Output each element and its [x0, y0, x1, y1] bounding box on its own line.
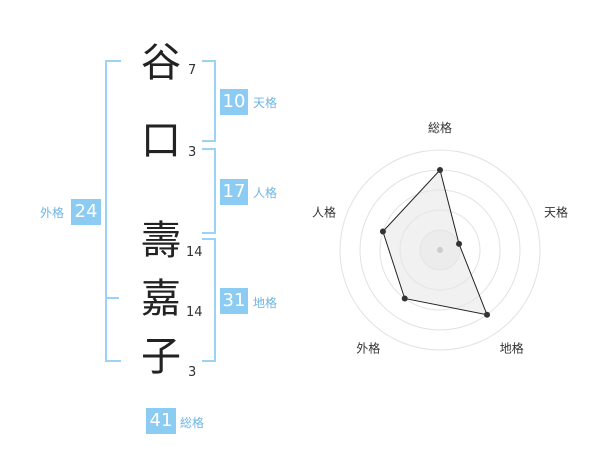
radar-point-4	[401, 295, 408, 302]
chikaku-label: 地格	[253, 296, 278, 310]
name-char-5: 子	[141, 334, 181, 380]
radar-points	[379, 167, 491, 318]
stroke-count-4: 14	[186, 305, 203, 320]
tenkaku-bracket	[202, 60, 216, 142]
chikaku-bracket	[202, 238, 216, 362]
tenkaku-value: 10	[220, 89, 248, 115]
radar-axis-label-5: 人格	[312, 204, 336, 219]
gaikaku-bracket-mid	[105, 297, 119, 299]
radar-point-3	[484, 311, 491, 318]
radar-area	[382, 168, 488, 316]
stroke-count-5: 3	[188, 365, 197, 380]
gaikaku-bracket	[105, 60, 121, 362]
radar-axis-label-1: 総格	[428, 120, 452, 135]
name-char-2: 口	[141, 118, 181, 164]
name-char-3: 壽	[141, 218, 181, 264]
stroke-count-1: 7	[188, 63, 197, 78]
name-char-1: 谷	[141, 40, 181, 86]
soukaku-label: 総格	[180, 416, 205, 430]
radar-point-5	[379, 228, 386, 235]
radar-axis-label-4: 外格	[356, 341, 380, 356]
gaikaku-value: 24	[71, 199, 101, 225]
stroke-count-2: 3	[188, 145, 197, 160]
jinkaku-bracket	[202, 148, 216, 234]
tenkaku-label: 天格	[253, 96, 278, 110]
soukaku-value: 41	[146, 408, 176, 434]
jinkaku-label: 人格	[253, 186, 278, 200]
gaikaku-label: 外格	[40, 206, 65, 220]
radar-axis-label-2: 天格	[544, 204, 568, 219]
radar-center-dot	[437, 247, 443, 253]
stroke-count-3: 14	[186, 245, 203, 260]
radar-axis-label-3: 地格	[500, 341, 524, 356]
chikaku-value: 31	[220, 288, 248, 314]
radar-point-1	[437, 167, 443, 173]
name-char-4: 嘉	[141, 276, 181, 322]
radar-ring-5	[339, 149, 541, 351]
jinkaku-value: 17	[220, 179, 248, 205]
radar-point-2	[456, 240, 463, 247]
